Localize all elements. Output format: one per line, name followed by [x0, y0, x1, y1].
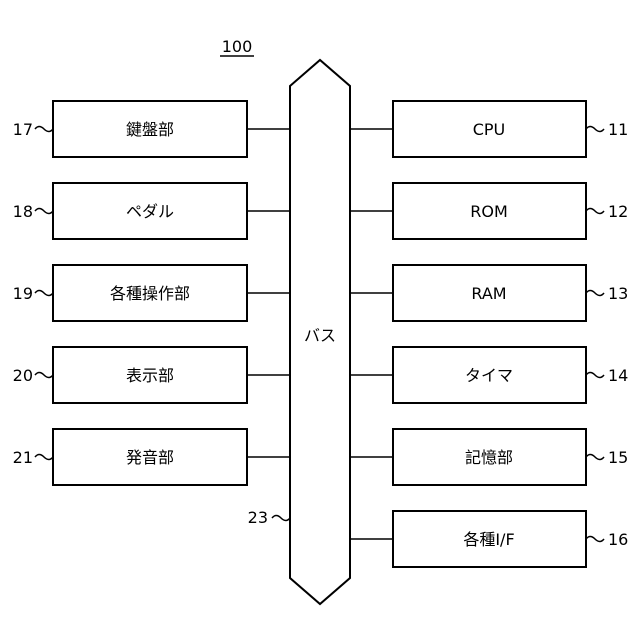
right-block-ref: 14: [608, 366, 628, 385]
right-block-label: タイマ: [465, 366, 513, 385]
right-block-ref: 11: [608, 120, 628, 139]
diagram-title-ref: 100: [220, 37, 254, 56]
left-block-ref: 20: [13, 366, 33, 385]
right-block-ref: 16: [608, 530, 628, 549]
right-block: ROM 12: [350, 183, 628, 239]
left-block-label: 発音部: [126, 448, 174, 467]
right-block-ref: 15: [608, 448, 628, 467]
left-block-ref-leader: [35, 127, 53, 132]
right-block-label: 記憶部: [465, 448, 513, 467]
right-block: 各種I/F 16: [350, 511, 628, 567]
bus-ref: 23: [248, 508, 268, 527]
left-block-label: 表示部: [126, 366, 174, 385]
left-block: 各種操作部 19: [13, 265, 290, 321]
right-block-label: ROM: [470, 202, 508, 221]
left-block-ref-leader: [35, 373, 53, 378]
right-block-ref-leader: [586, 455, 604, 460]
left-block-ref-leader: [35, 209, 53, 214]
left-block-label: 鍵盤部: [126, 120, 174, 139]
left-block: ペダル 18: [13, 183, 290, 239]
right-block: CPU 11: [350, 101, 628, 157]
right-block-ref-leader: [586, 209, 604, 214]
right-block-ref-leader: [586, 291, 604, 296]
title-ref-text: 100: [222, 37, 253, 56]
left-block-ref: 17: [13, 120, 33, 139]
right-block-label: CPU: [473, 120, 506, 139]
left-block-ref-leader: [35, 455, 53, 460]
left-block-ref: 18: [13, 202, 33, 221]
left-blocks: 鍵盤部 17 ペダル 18 各種操作部 19 表示部 20 発音部 21: [13, 101, 290, 485]
left-block-label: 各種操作部: [110, 284, 190, 303]
right-block-ref-leader: [586, 537, 604, 542]
right-block: 記憶部 15: [350, 429, 628, 485]
left-block-ref-leader: [35, 291, 53, 296]
right-block-ref: 12: [608, 202, 628, 221]
bus: バス 23: [248, 60, 350, 604]
left-block-ref: 19: [13, 284, 33, 303]
right-block: RAM 13: [350, 265, 628, 321]
left-block: 発音部 21: [13, 429, 290, 485]
right-block-ref-leader: [586, 373, 604, 378]
right-block: タイマ 14: [350, 347, 628, 403]
bus-label: バス: [304, 326, 336, 345]
right-block-label: 各種I/F: [463, 530, 514, 549]
right-blocks: CPU 11ROM 12RAM 13 タイマ 14 記憶部 15 各種I/F 16: [350, 101, 628, 567]
left-block: 表示部 20: [13, 347, 290, 403]
left-block-label: ペダル: [126, 202, 174, 221]
right-block-ref: 13: [608, 284, 628, 303]
left-block-ref: 21: [13, 448, 33, 467]
right-block-ref-leader: [586, 127, 604, 132]
bus-ref-leader: [272, 516, 290, 521]
right-block-label: RAM: [471, 284, 506, 303]
left-block: 鍵盤部 17: [13, 101, 290, 157]
